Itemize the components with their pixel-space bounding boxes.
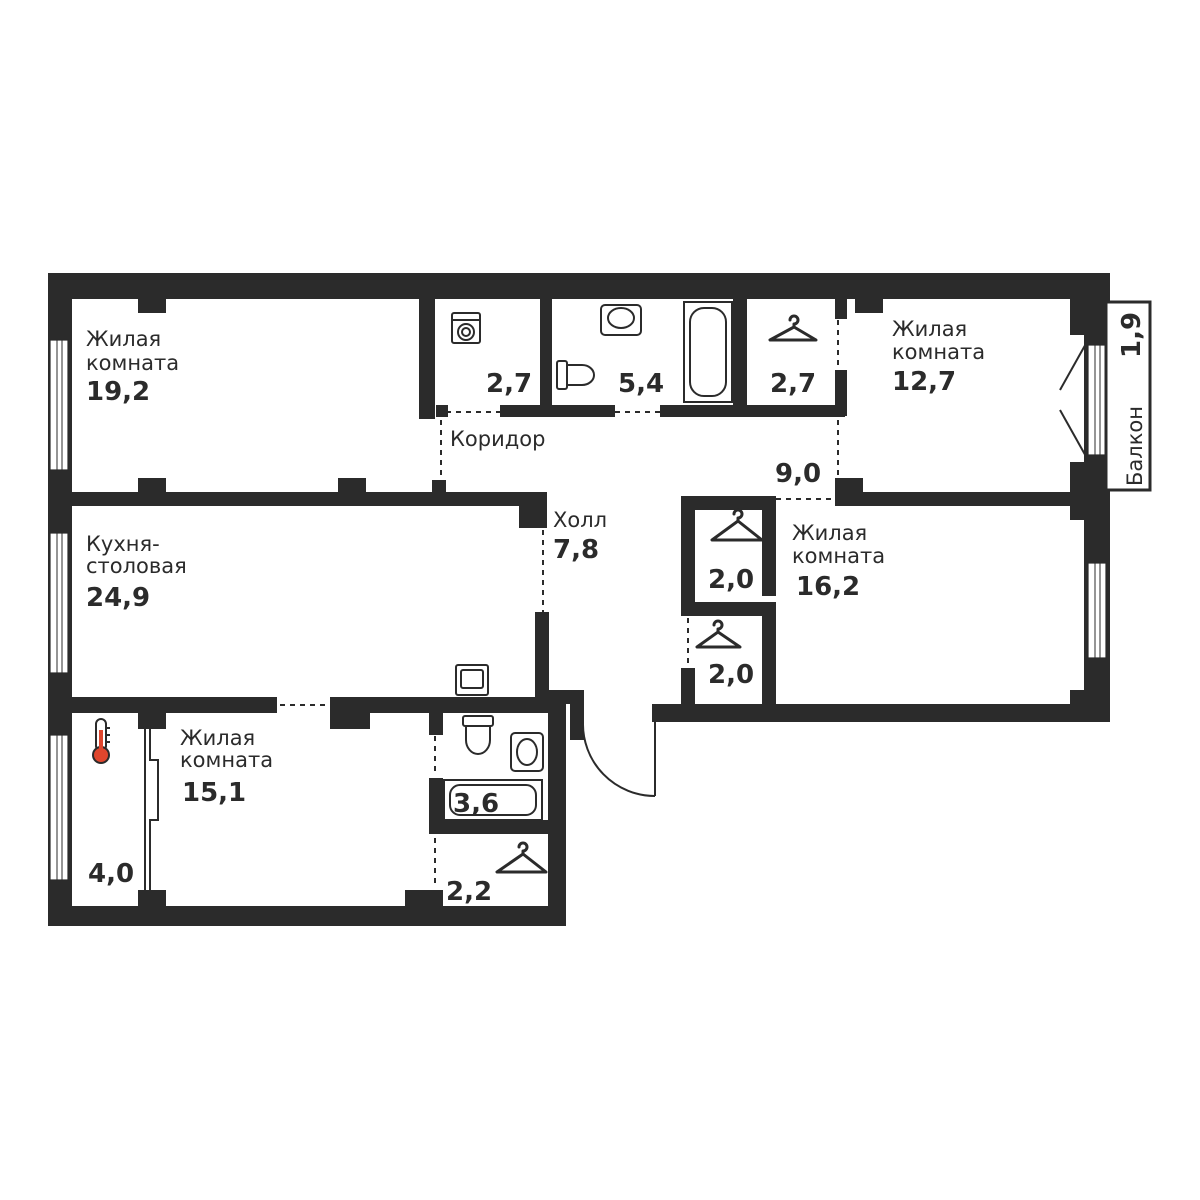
room-area-living-1: 19,2 bbox=[86, 377, 150, 407]
room-area-bathroom-2: 3,6 bbox=[453, 789, 499, 819]
room-name-line: комната bbox=[180, 748, 273, 772]
room-area-living-2: 12,7 bbox=[892, 367, 956, 397]
bathtub-icon bbox=[683, 301, 733, 403]
openings bbox=[280, 320, 839, 888]
thermometer-icon bbox=[92, 718, 110, 764]
sink-icon bbox=[510, 732, 544, 772]
room-area-living-3: 16,2 bbox=[796, 572, 860, 602]
room-name-line: Жилая bbox=[180, 726, 255, 750]
room-area-wardrobe-1: 2,7 bbox=[770, 369, 816, 399]
toilet-icon bbox=[556, 360, 595, 390]
windows bbox=[49, 339, 1107, 890]
room-name-line: Жилая bbox=[86, 327, 161, 351]
room-name-kitchen: Кухня- столовая bbox=[86, 532, 187, 578]
room-area-corridor: 9,0 bbox=[775, 459, 821, 489]
toilet-icon bbox=[462, 715, 494, 755]
room-name-line: Кухня- bbox=[86, 532, 160, 556]
room-name-living-2: Жилая комната bbox=[892, 317, 985, 364]
balcony-name: Балкон bbox=[1123, 406, 1147, 486]
room-area-hall: 7,8 bbox=[553, 535, 599, 565]
door-swing-icon bbox=[581, 721, 656, 797]
room-area-laundry: 2,7 bbox=[486, 369, 532, 399]
sink-icon bbox=[600, 304, 642, 336]
hanger-icon bbox=[495, 841, 548, 874]
room-name-hall: Холл bbox=[553, 508, 607, 532]
room-area-bathroom-1: 5,4 bbox=[618, 369, 664, 399]
room-name-living-4: Жилая комната bbox=[180, 726, 273, 772]
room-area-loggia: 4,0 bbox=[88, 859, 134, 889]
hanger-icon bbox=[710, 508, 764, 542]
bathtub-icon bbox=[443, 779, 543, 821]
room-area-wardrobe-2: 2,0 bbox=[708, 565, 754, 595]
room-name-living-3: Жилая комната bbox=[792, 521, 885, 568]
room-area-kitchen: 24,9 bbox=[86, 583, 150, 613]
room-area-wardrobe-3: 2,0 bbox=[708, 660, 754, 690]
room-labels: Жилая комната 19,2 2,7 5,4 2,7 Жилая ком… bbox=[86, 312, 1147, 907]
room-name-living-1: Жилая комната bbox=[86, 327, 179, 375]
sink-icon bbox=[455, 664, 489, 696]
balcony bbox=[1059, 300, 1152, 492]
room-area-wardrobe-4: 2,2 bbox=[446, 877, 492, 907]
room-name-line: комната bbox=[792, 544, 885, 568]
room-name-line: комната bbox=[86, 351, 179, 375]
room-name-corridor: Коридор bbox=[450, 427, 545, 451]
balcony-area: 1,9 bbox=[1117, 312, 1147, 358]
room-name-line: Жилая bbox=[792, 521, 867, 545]
room-area-living-4: 15,1 bbox=[182, 778, 246, 808]
washing-machine-icon bbox=[451, 312, 481, 344]
hanger-icon bbox=[768, 314, 818, 342]
room-name-line: комната bbox=[892, 340, 985, 364]
room-name-line: столовая bbox=[86, 554, 187, 578]
room-name-line: Жилая bbox=[892, 317, 967, 341]
hanger-icon bbox=[695, 619, 742, 649]
